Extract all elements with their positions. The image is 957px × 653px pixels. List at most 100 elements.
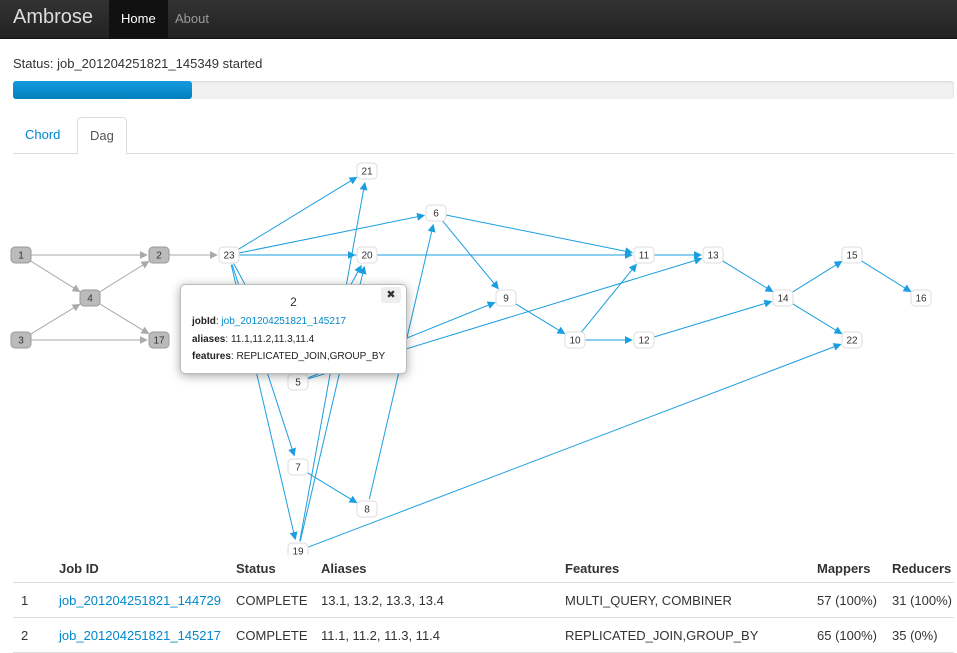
dag-edge-23-21 <box>237 176 358 251</box>
dag-node-box <box>356 500 378 518</box>
popover-features-row: features: REPLICATED_JOIN,GROUP_BY <box>192 351 386 362</box>
nav-home[interactable]: Home <box>109 0 168 38</box>
dag-node-box <box>287 458 309 476</box>
row-features: MULTI_QUERY, COMBINER <box>557 582 809 618</box>
dag-node-box <box>702 246 724 264</box>
dag-node-11[interactable]: 11 <box>633 246 655 264</box>
popover-jobid-link[interactable]: job_201204251821_145217 <box>221 316 347 327</box>
dag-node-4[interactable]: 4 <box>79 289 101 307</box>
status-text: Status: job_201204251821_145349 started <box>13 56 263 71</box>
tab-chord[interactable]: Chord <box>25 127 61 142</box>
dag-node-label: 20 <box>361 251 373 262</box>
col-header-jobid: Job ID <box>51 554 228 583</box>
tab-dag[interactable]: Dag <box>77 117 127 155</box>
dag-node-box <box>218 246 240 264</box>
dag-node-15[interactable]: 15 <box>841 246 863 264</box>
dag-node-22[interactable]: 22 <box>841 331 863 349</box>
dag-node-box <box>287 373 309 391</box>
row-jobid: job_201204251821_145217 <box>51 617 228 653</box>
dag-node-20[interactable]: 20 <box>356 246 378 264</box>
dag-node-label: 19 <box>292 547 304 556</box>
dag-node-8[interactable]: 8 <box>356 500 378 518</box>
dag-node-label: 9 <box>503 294 509 305</box>
dag-node-2[interactable]: 2 <box>148 246 170 264</box>
tab-bar: Chord Dag <box>13 117 954 155</box>
dag-node-label: 23 <box>223 251 235 262</box>
dag-edge-14-22 <box>791 302 843 335</box>
dag-node-3[interactable]: 3 <box>10 331 32 349</box>
jobs-table: Job ID Status Aliases Features Mappers R… <box>13 554 954 653</box>
dag-node-box <box>425 204 447 222</box>
dag-node-box <box>633 246 655 264</box>
popover-jobid-label: jobId <box>192 316 216 327</box>
dag-node-21[interactable]: 21 <box>356 162 378 180</box>
dag-node-label: 3 <box>18 336 24 347</box>
col-header-aliases: Aliases <box>313 554 557 583</box>
dag-node-label: 11 <box>639 251 650 262</box>
popover-jobid-row: jobId: job_201204251821_145217 <box>192 316 347 327</box>
nav-about[interactable]: About <box>175 11 209 26</box>
dag-node-13[interactable]: 13 <box>702 246 724 264</box>
dag-node-label: 16 <box>915 294 927 305</box>
navbar: Ambrose Home About <box>0 0 957 39</box>
dag-edge-12-14 <box>653 299 773 338</box>
dag-edge-6-9 <box>441 220 499 290</box>
dag-node-box <box>495 289 517 307</box>
dag-node-1[interactable]: 1 <box>10 246 32 264</box>
dag-node-label: 7 <box>295 463 301 474</box>
row-aliases: 13.1, 13.2, 13.3, 13.4 <box>313 582 557 618</box>
dag-node-12[interactable]: 12 <box>633 331 655 349</box>
dag-edge-4-17 <box>98 302 150 335</box>
job-link[interactable]: job_201204251821_145217 <box>59 627 221 643</box>
dag-node-box <box>287 542 309 555</box>
dag-node-19[interactable]: 19 <box>287 542 309 556</box>
dag-node-14[interactable]: 14 <box>772 289 794 307</box>
dag-node-label: 2 <box>156 251 162 262</box>
close-icon[interactable]: ✖ <box>381 287 401 303</box>
row-index: 2 <box>13 617 51 653</box>
dag-node-label: 21 <box>361 167 373 178</box>
row-mappers: 57 (100%) <box>809 582 884 618</box>
dag-edge-9-10 <box>514 302 566 335</box>
dag-node-label: 1 <box>18 251 24 262</box>
dag-node-label: 17 <box>153 336 165 347</box>
popover-aliases-row: aliases: 11.1,11.2,11.3,11.4 <box>192 334 315 345</box>
dag-node-7[interactable]: 7 <box>287 458 309 476</box>
dag-node-label: 22 <box>846 336 858 347</box>
table-row[interactable]: 1 job_201204251821_144729 COMPLETE 13.1,… <box>13 582 954 618</box>
row-status: COMPLETE <box>228 582 313 618</box>
col-header-index <box>13 554 51 583</box>
row-mappers: 65 (100%) <box>809 617 884 653</box>
table-header-row: Job ID Status Aliases Features Mappers R… <box>13 554 954 583</box>
dag-node-17[interactable]: 17 <box>148 331 170 349</box>
dag-node-16[interactable]: 16 <box>910 289 932 307</box>
dag-edge-1-4 <box>29 259 81 293</box>
dag-edge-4-2 <box>98 260 150 294</box>
dag-node-10[interactable]: 10 <box>564 331 586 349</box>
row-reducers: 31 (100%) <box>884 582 954 618</box>
dag-edge-10-11 <box>580 263 637 333</box>
dag-node-23[interactable]: 23 <box>218 246 240 264</box>
dag-edge-7-8 <box>306 471 358 504</box>
popover-features-label: features <box>192 351 231 362</box>
job-link[interactable]: job_201204251821_144729 <box>59 592 221 608</box>
dag-node-5[interactable]: 5 <box>287 373 309 391</box>
dag-node-label: 8 <box>364 505 370 516</box>
row-status: COMPLETE <box>228 617 313 653</box>
popover-features-value: REPLICATED_JOIN,GROUP_BY <box>236 351 386 362</box>
dag-node-label: 4 <box>87 294 93 305</box>
dag-node-box <box>148 331 170 349</box>
dag-node-6[interactable]: 6 <box>425 204 447 222</box>
dag-node-9[interactable]: 9 <box>495 289 517 307</box>
row-features: REPLICATED_JOIN,GROUP_BY <box>557 617 809 653</box>
col-header-status: Status <box>228 554 313 583</box>
app-brand[interactable]: Ambrose <box>13 6 94 28</box>
row-aliases: 11.1, 11.2, 11.3, 11.4 <box>313 617 557 653</box>
dag-node-label: 6 <box>433 209 439 220</box>
row-index: 1 <box>13 582 51 618</box>
dag-node-box <box>356 246 378 264</box>
popover-aliases-value: 11.1,11.2,11.3,11.4 <box>230 334 315 345</box>
table-row[interactable]: 2 job_201204251821_145217 COMPLETE 11.1,… <box>13 617 954 653</box>
dag-edge-13-14 <box>721 259 774 293</box>
